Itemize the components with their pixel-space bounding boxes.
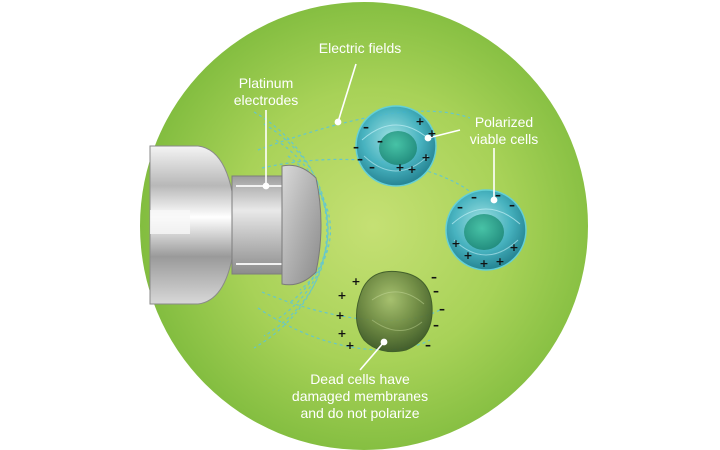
- dead-cell-plus-sign: +: [337, 289, 347, 302]
- dead-label-line1: Dead cells have: [310, 371, 410, 387]
- nucleus: [464, 214, 504, 250]
- dead-label-line3: and do not polarize: [300, 405, 420, 421]
- dead-cell-plus-sign: +: [337, 327, 347, 340]
- dead-cell-plus-sign: +: [351, 275, 361, 288]
- viable-cell-right: [445, 189, 527, 271]
- viable-cell-top-plus-sign: +: [395, 161, 405, 174]
- viable-cell-right-minus-sign: –: [457, 200, 463, 214]
- viable-cell-right-plus-sign: +: [509, 241, 519, 254]
- dead-label-line2: damaged membranes: [291, 388, 429, 404]
- dead-cells-label: Dead cells have damaged membranes and do…: [276, 371, 444, 422]
- dead-cell-plus-sign: +: [345, 339, 355, 352]
- device-tip-cap: [281, 164, 322, 286]
- viable-cell-right-plus-sign: +: [479, 257, 489, 270]
- dead-cell-minus-sign: –: [433, 284, 439, 298]
- dead-cell-minus-sign: –: [433, 318, 439, 332]
- background-circle: [140, 2, 588, 450]
- dead-cell-minus-sign: –: [431, 270, 437, 284]
- dead-cell-plus-sign: +: [335, 309, 345, 322]
- viable-cell-top-plus-sign: +: [415, 115, 425, 128]
- dead-cell: [356, 270, 433, 353]
- polarized-label-line2: viable cells: [469, 131, 539, 147]
- polarized-cells-label: Polarized viable cells: [454, 114, 554, 148]
- dead-cell-minus-sign: –: [439, 302, 445, 316]
- viable-cell-top-minus-sign: –: [353, 140, 359, 154]
- viable-cell-right-plus-sign: +: [451, 237, 461, 250]
- leader-lines: [262, 63, 498, 371]
- viable-cell-top-minus-sign: –: [369, 160, 375, 174]
- electric-fields-label: Electric fields: [318, 40, 402, 56]
- viable-cell-top-minus-sign: –: [377, 134, 383, 148]
- viable-cell-top-plus-sign: +: [407, 163, 417, 176]
- viable-cell-top: [355, 105, 437, 187]
- platinum-electrodes-label: Platinum electrodes: [220, 75, 312, 109]
- device-barrel: [231, 175, 291, 275]
- viable-cell-right-plus-sign: +: [495, 255, 505, 268]
- viable-cell-top-minus-sign: –: [363, 120, 369, 134]
- viable-cell-right-minus-sign: –: [509, 198, 515, 212]
- viable-cell-right-plus-sign: +: [463, 249, 473, 262]
- platinum-label-line1: Platinum: [238, 75, 294, 91]
- viable-cell-right-minus-sign: –: [495, 188, 501, 202]
- electrode-device: [149, 145, 322, 305]
- dead-cell-minus-sign: –: [425, 338, 431, 352]
- platinum-label-line2: electrodes: [233, 92, 299, 108]
- nucleus: [379, 131, 417, 165]
- viable-cell-right-minus-sign: –: [471, 190, 477, 204]
- viable-cell-top-plus-sign: +: [427, 127, 437, 140]
- viable-cell-top-plus-sign: +: [421, 151, 431, 164]
- device-chrome-stripe: [150, 210, 190, 234]
- polarized-label-line1: Polarized: [474, 114, 534, 130]
- viable-cell-top-minus-sign: –: [357, 152, 363, 166]
